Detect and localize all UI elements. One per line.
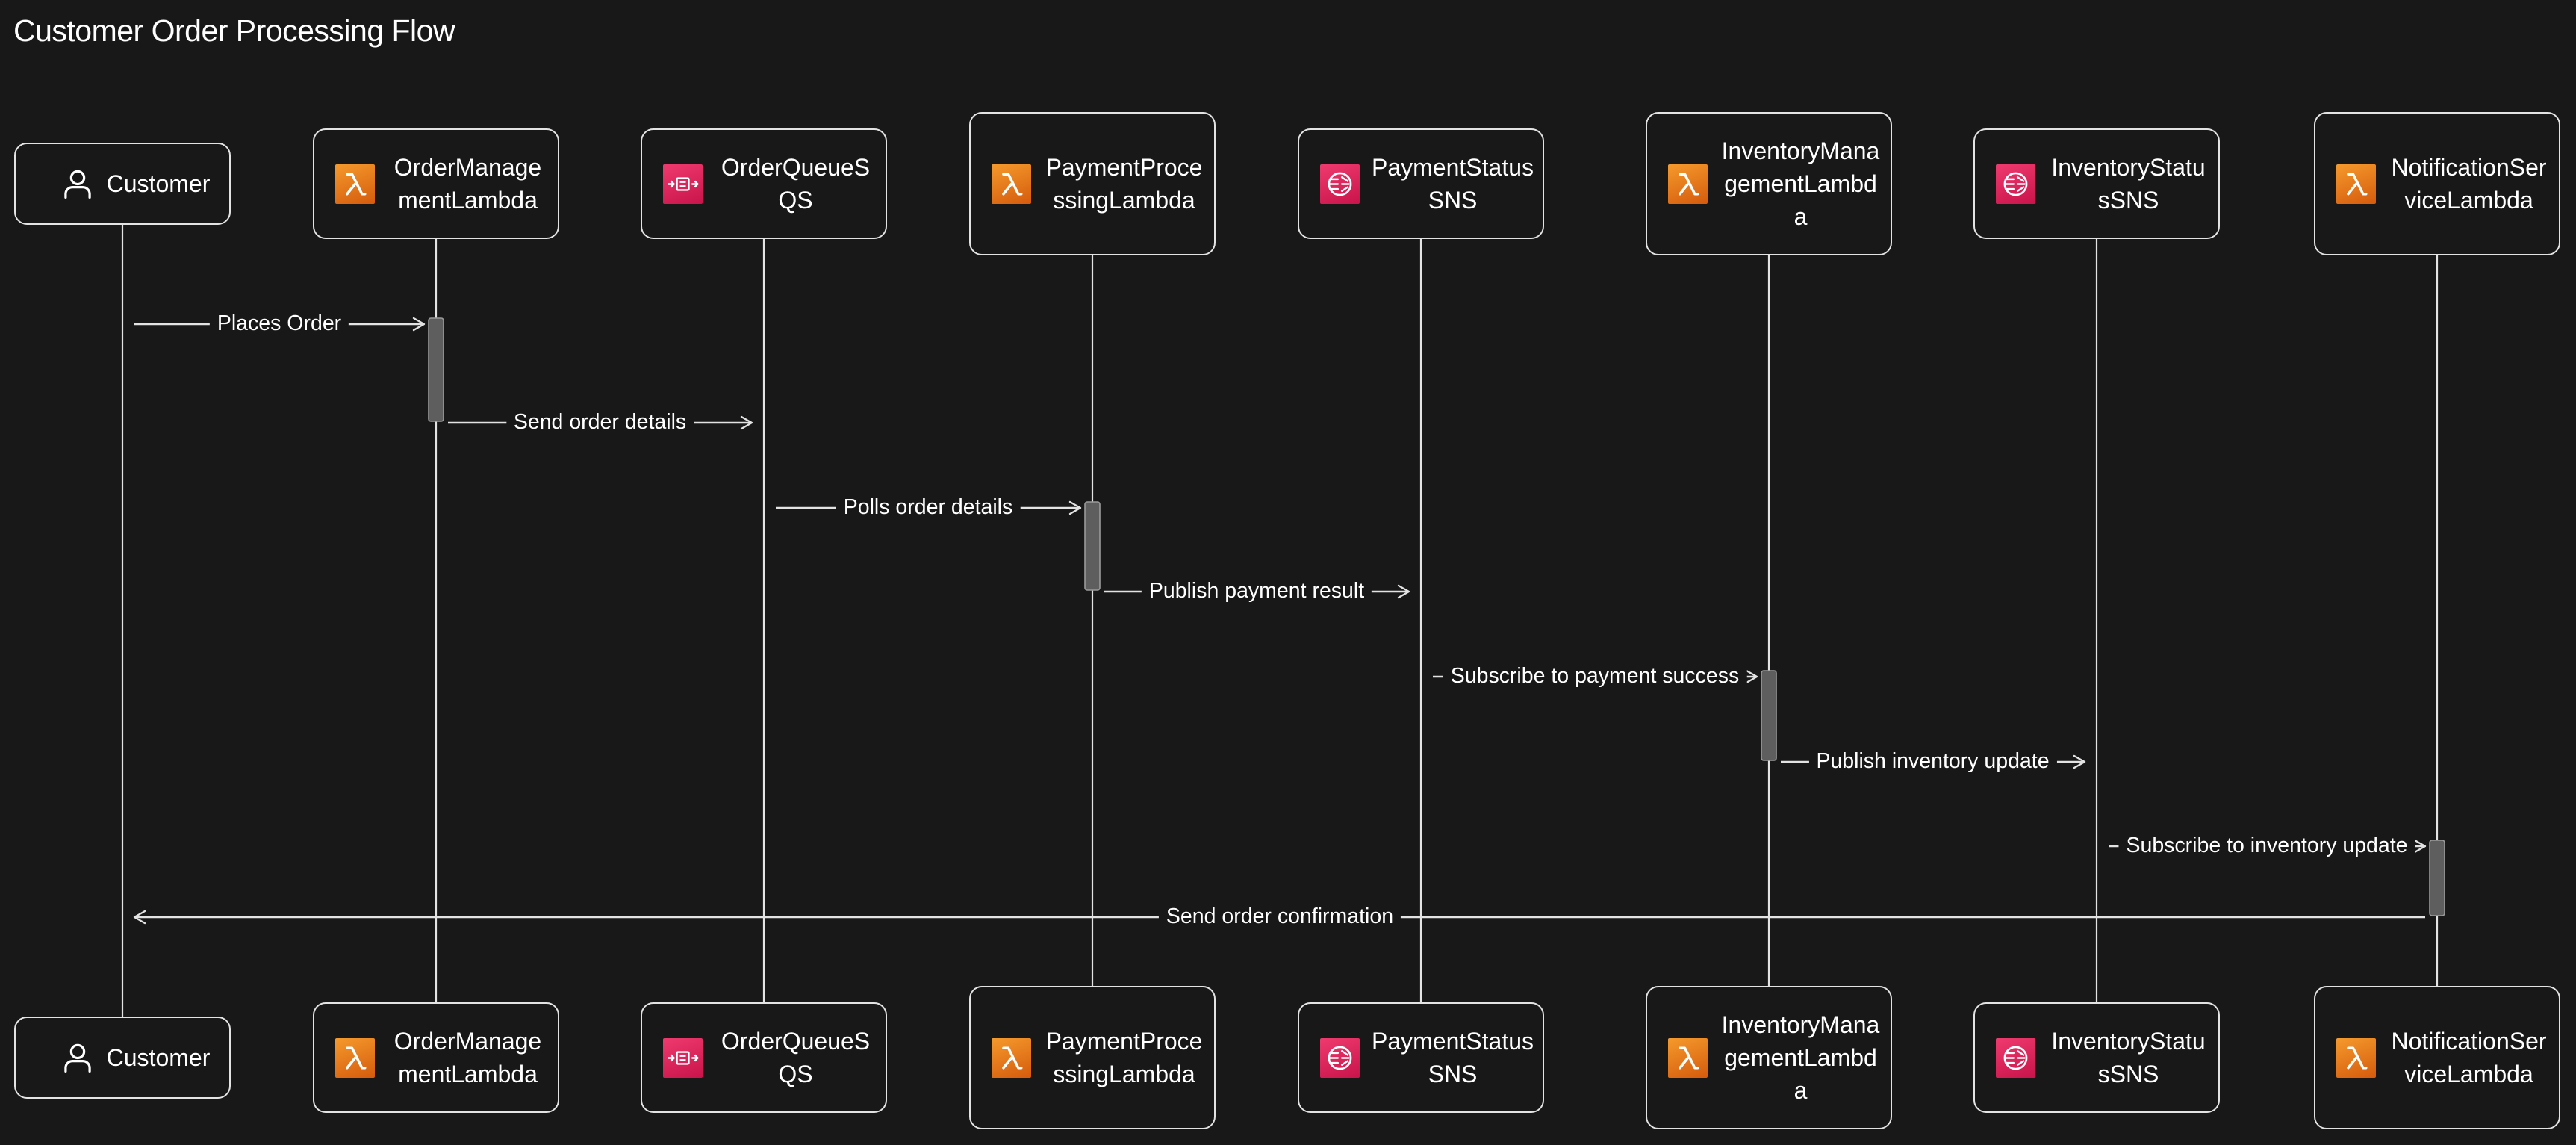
activation-bar [1761, 670, 1777, 761]
participant-label: PaymentStatusSNS [1372, 1028, 1534, 1087]
message-arrowhead [1068, 500, 1082, 515]
participant-order_queue-top: OrderQueueSQS [641, 128, 887, 239]
diagram-title: Customer Order Processing Flow [13, 13, 455, 48]
participant-label: InventoryManagementLambda [1721, 1011, 1880, 1104]
participant-customer-top: Customer [14, 143, 231, 225]
participant-notification-bottom: NotificationServiceLambda [2314, 986, 2560, 1129]
message-label: Polls order details [836, 494, 1021, 520]
message-label: Places Order [209, 311, 349, 336]
message-label: Send order confirmation [1158, 904, 1401, 929]
participant-order_queue-bottom: OrderQueueSQS [641, 1002, 887, 1113]
lambda-icon [335, 1037, 375, 1078]
participant-label: PaymentProcessingLambda [1045, 1028, 1203, 1087]
participant-order_mgmt-bottom: OrderManagementLambda [313, 1002, 559, 1113]
participant-notification-top: NotificationServiceLambda [2314, 112, 2560, 255]
message-arrowhead [412, 317, 426, 332]
participant-label: NotificationServiceLambda [2391, 1028, 2547, 1087]
participant-label: OrderQueueSQS [721, 154, 871, 214]
lambda-icon [992, 164, 1031, 204]
lambda-icon [2336, 1037, 2376, 1078]
participant-label: InventoryStatusSNS [2051, 1028, 2206, 1087]
participant-payment_proc-bottom: PaymentProcessingLambda [969, 986, 1216, 1129]
message-arrowhead [133, 910, 146, 925]
participant-inventory_mgmt-bottom: InventoryManagementLambda [1646, 986, 1892, 1129]
participant-label: InventoryStatusSNS [2051, 154, 2206, 214]
participant-inventory_status-bottom: InventoryStatusSNS [1973, 1002, 2220, 1113]
lambda-icon [335, 164, 375, 204]
participant-label: OrderManagementLambda [393, 154, 542, 214]
participant-label: InventoryManagementLambda [1721, 137, 1880, 230]
sns-icon [1996, 164, 2035, 204]
user-icon [60, 1040, 95, 1075]
sns-icon [1996, 1037, 2035, 1078]
activation-bar [2429, 840, 2445, 916]
lambda-icon [992, 1037, 1031, 1078]
message-label: Send order details [505, 409, 694, 435]
message-arrowhead [2413, 839, 2427, 854]
participant-label: PaymentStatusSNS [1372, 154, 1534, 214]
participant-customer-bottom: Customer [14, 1017, 231, 1099]
activation-bar [428, 317, 444, 422]
user-icon [60, 167, 95, 201]
message-arrowhead [2073, 754, 2086, 769]
sns-icon [1320, 164, 1360, 204]
participant-label: NotificationServiceLambda [2391, 154, 2547, 214]
activation-bar [1084, 501, 1101, 591]
lambda-icon [1668, 164, 1708, 204]
participant-payment_status-top: PaymentStatusSNS [1298, 128, 1544, 239]
sns-icon [1320, 1037, 1360, 1078]
participant-label: OrderManagementLambda [393, 1028, 542, 1087]
message-label: Subscribe to payment success [1443, 663, 1747, 689]
sqs-icon [663, 164, 703, 204]
participant-payment_proc-top: PaymentProcessingLambda [969, 112, 1216, 255]
sqs-icon [663, 1037, 703, 1078]
message-label: Subscribe to inventory update [2118, 833, 2415, 858]
participant-order_mgmt-top: OrderManagementLambda [313, 128, 559, 239]
participant-inventory_mgmt-top: InventoryManagementLambda [1646, 112, 1892, 255]
message-label: Publish inventory update [1808, 748, 2057, 774]
message-label: Publish payment result [1141, 578, 1372, 603]
lambda-icon [1668, 1037, 1708, 1078]
participant-label: Customer [106, 1044, 211, 1071]
participant-label: PaymentProcessingLambda [1045, 154, 1203, 214]
participant-label: OrderQueueSQS [721, 1028, 871, 1087]
lambda-icon [2336, 164, 2376, 204]
message-arrowhead [1745, 669, 1758, 684]
participant-payment_status-bottom: PaymentStatusSNS [1298, 1002, 1544, 1113]
message-arrowhead [740, 415, 753, 430]
participant-label: Customer [106, 170, 211, 197]
message-arrowhead [1397, 584, 1410, 599]
participant-inventory_status-top: InventoryStatusSNS [1973, 128, 2220, 239]
